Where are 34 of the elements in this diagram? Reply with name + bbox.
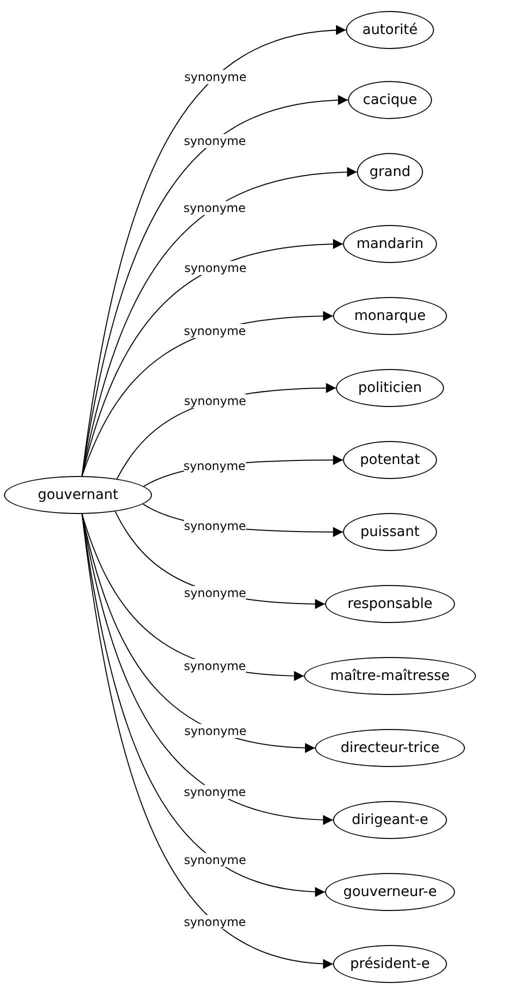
arrow — [82, 514, 334, 968]
edge-label: synonyme — [184, 519, 246, 534]
ellipse-node: autorité — [346, 11, 434, 49]
ellipse-node: maître-maîtresse — [304, 657, 476, 695]
edge-label: synonyme — [184, 724, 247, 738]
edge-label: synonyme — [184, 324, 246, 338]
ellipse-node: gouvernant — [4, 476, 152, 514]
edge-label: synonyme — [184, 70, 246, 84]
edge-label: synonyme — [184, 200, 246, 215]
ellipse-node: directeur-trice — [315, 729, 465, 767]
ellipse-node: politicien — [336, 369, 444, 407]
arrow — [82, 514, 316, 753]
ellipse-node: monarque — [333, 297, 447, 335]
arrow — [82, 514, 334, 824]
edge-label: synonyme — [184, 394, 246, 408]
edge-label: synonyme — [184, 784, 246, 799]
ellipse-node: puissant — [343, 513, 437, 551]
ellipse-node: gouverneur-e — [325, 873, 455, 911]
arrow — [82, 239, 344, 476]
ellipse-node: dirigeant-e — [333, 801, 447, 839]
ellipse-node: cacique — [348, 81, 432, 119]
edge-label: synonyme — [184, 658, 246, 673]
arrow — [82, 26, 346, 476]
ellipse-node: grand — [357, 153, 423, 191]
ellipse-node: mandarin — [343, 225, 437, 263]
arrow — [82, 168, 358, 476]
edge-label: synonyme — [184, 853, 246, 868]
edge-label: synonyme — [184, 915, 246, 930]
edge-label: synonyme — [184, 260, 246, 275]
ellipse-node: président-e — [333, 945, 447, 983]
edge-label: synonyme — [184, 134, 246, 148]
ellipse-node: potentat — [343, 441, 437, 479]
ellipse-node: responsable — [325, 585, 455, 623]
edge-label: synonyme — [184, 586, 246, 600]
